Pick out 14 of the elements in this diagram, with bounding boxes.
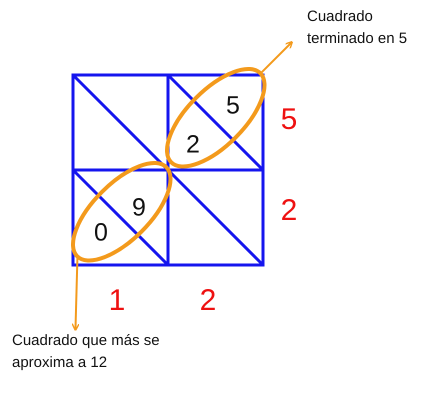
factor-digit: 1 xyxy=(108,286,126,316)
digit: 9 xyxy=(132,195,146,220)
factor-digit: 5 xyxy=(280,105,298,135)
annotation-text: Cuadrado que más se aproxima a 12 xyxy=(12,331,160,373)
digit: 5 xyxy=(226,93,240,118)
digit: 0 xyxy=(94,220,108,246)
arrow xyxy=(260,40,294,74)
factor-digit: 2 xyxy=(200,286,216,316)
annotation-text: Cuadrado terminado en 5 xyxy=(307,7,408,49)
digit: 2 xyxy=(186,132,200,158)
factor-digit: 2 xyxy=(280,196,298,226)
highlight-oval xyxy=(71,161,173,263)
highlight-oval xyxy=(165,67,267,169)
arrow xyxy=(71,256,80,332)
